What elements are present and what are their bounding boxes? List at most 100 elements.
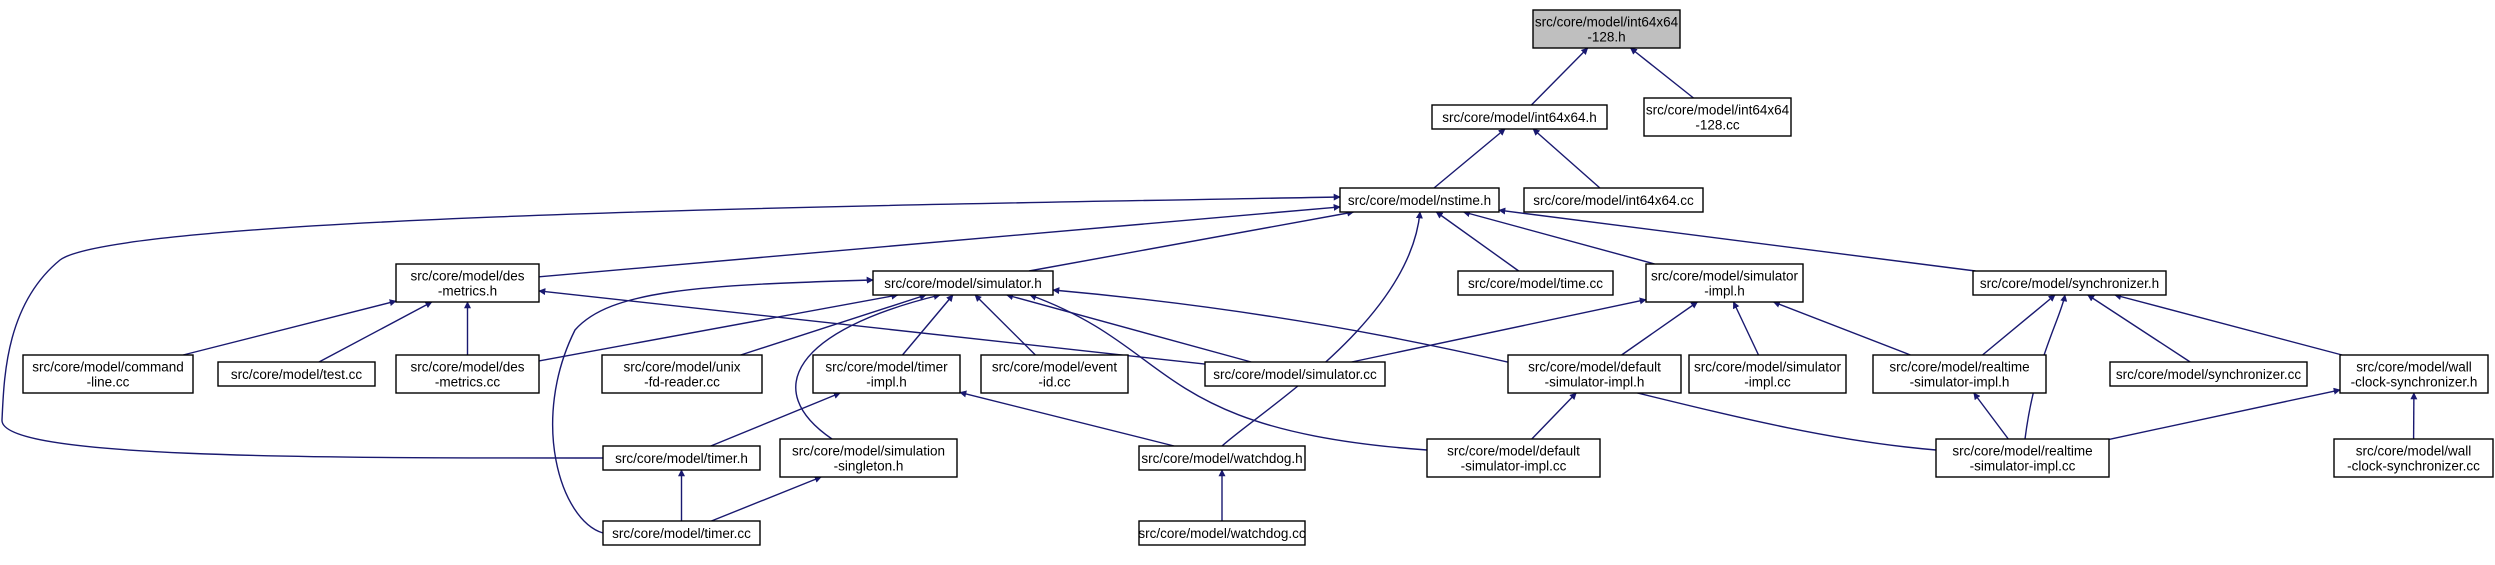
node-label: -simulator-impl.h	[1910, 375, 2010, 390]
node-box	[812, 354, 961, 394]
node-int64x64-cc[interactable]: src/core/model/int64x64.cc	[1523, 187, 1704, 213]
edge-int64x64-h-to-int64x64-128-h	[1530, 47, 1589, 106]
node-label: src/core/model/des	[410, 360, 524, 375]
node-label: src/core/model/default	[1447, 444, 1580, 459]
edge-int64x64-128-cc-to-int64x64-128-h	[1629, 47, 1694, 99]
node-box	[1972, 270, 2167, 296]
node-label: src/core/model/unix	[623, 360, 740, 375]
node-box	[395, 354, 540, 394]
node-label: src/core/model/watchdog.cc	[1138, 526, 1306, 541]
node-des-metrics-h[interactable]: src/core/model/des-metrics.h	[395, 263, 540, 303]
node-box	[872, 270, 1054, 296]
node-nstime-h[interactable]: src/core/model/nstime.h	[1339, 187, 1500, 213]
node-label: -line.cc	[87, 375, 130, 390]
node-label: -fd-reader.cc	[644, 375, 720, 390]
node-wall-clock-synchronizer-h[interactable]: src/core/model/wall-clock-synchronizer.h	[2339, 354, 2489, 394]
edge-simulation-singleton-h-to-simulator-h	[795, 293, 941, 440]
node-realtime-simulator-impl-cc[interactable]: src/core/model/realtime-simulator-impl.c…	[1935, 438, 2110, 478]
node-label: -impl.cc	[1744, 375, 1791, 390]
edge-timer-h-to-nstime-h	[1, 193, 1341, 459]
node-wall-clock-synchronizer-cc[interactable]: src/core/model/wall-clock-synchronizer.c…	[2333, 438, 2494, 478]
node-box	[1204, 361, 1386, 387]
node-synchronizer-cc[interactable]: src/core/model/synchronizer.cc	[2109, 361, 2308, 387]
node-timer-h[interactable]: src/core/model/timer.h	[602, 445, 761, 471]
node-label: src/core/model/simulator.cc	[1213, 367, 1377, 382]
node-label: -simulator-impl.h	[1545, 375, 1645, 390]
node-box	[2333, 438, 2494, 478]
node-int64x64-h[interactable]: src/core/model/int64x64.h	[1431, 104, 1608, 130]
edge-event-id-cc-to-simulator-h	[974, 294, 1036, 356]
edge-watchdog-h-to-timer-impl-h	[959, 390, 1175, 447]
node-test-cc[interactable]: src/core/model/test.cc	[217, 361, 376, 387]
node-simulator-impl-cc[interactable]: src/core/model/simulator-impl.cc	[1688, 354, 1847, 394]
node-simulator-impl-h[interactable]: src/core/model/simulator-impl.h	[1645, 263, 1804, 303]
node-box	[1688, 354, 1847, 394]
node-event-id-cc[interactable]: src/core/model/event-id.cc	[980, 354, 1129, 394]
node-unix-fd-reader-cc[interactable]: src/core/model/unix-fd-reader.cc	[601, 354, 763, 394]
node-label: src/core/model/simulator	[1694, 360, 1842, 375]
node-label: src/core/model/timer.cc	[612, 526, 751, 541]
node-box	[217, 361, 376, 387]
node-box	[1645, 263, 1804, 303]
node-label: -metrics.h	[438, 284, 497, 299]
edge-timer-cc-to-simulation-singleton-h	[711, 476, 822, 522]
node-label: -simulator-impl.cc	[1970, 459, 2076, 474]
node-box	[2109, 361, 2308, 387]
node-box	[1532, 9, 1681, 49]
node-watchdog-cc[interactable]: src/core/model/watchdog.cc	[1138, 520, 1306, 546]
node-time-cc[interactable]: src/core/model/time.cc	[1457, 270, 1614, 296]
edge-time-cc-to-nstime-h	[1435, 211, 1520, 272]
node-label: -id.cc	[1038, 375, 1071, 390]
edge-test-cc-to-des-metrics-h	[318, 301, 433, 363]
node-label: src/core/model/int64x64.cc	[1533, 193, 1694, 208]
node-timer-cc[interactable]: src/core/model/timer.cc	[602, 520, 761, 546]
edge-wall-clock-synchronizer-h-to-synchronizer-h	[2114, 293, 2343, 356]
node-watchdog-h[interactable]: src/core/model/watchdog.h	[1138, 445, 1306, 471]
node-label: src/core/model/timer.h	[615, 451, 748, 466]
node-label: src/core/model/synchronizer.h	[1980, 276, 2159, 291]
node-label: -clock-synchronizer.h	[2351, 375, 2478, 390]
node-box	[1431, 104, 1608, 130]
edge-des-metrics-cc-to-simulator-h	[538, 292, 899, 362]
node-simulator-cc[interactable]: src/core/model/simulator.cc	[1204, 361, 1386, 387]
edge-timer-cc-to-simulator-h	[552, 276, 874, 534]
node-timer-impl-h[interactable]: src/core/model/timer-impl.h	[812, 354, 961, 394]
node-des-metrics-cc[interactable]: src/core/model/des-metrics.cc	[395, 354, 540, 394]
node-label: -simulator-impl.cc	[1461, 459, 1567, 474]
node-label: src/core/model/watchdog.h	[1141, 451, 1302, 466]
node-default-simulator-impl-cc[interactable]: src/core/model/default-simulator-impl.cc	[1426, 438, 1601, 478]
edge-default-simulator-impl-h-to-simulator-impl-h	[1621, 301, 1698, 356]
edge-default-simulator-impl-cc-to-default-simulator-impl-h	[1531, 392, 1577, 440]
node-realtime-simulator-impl-h[interactable]: src/core/model/realtime-simulator-impl.h	[1872, 354, 2047, 394]
node-box	[1523, 187, 1704, 213]
edge-synchronizer-h-to-nstime-h	[1498, 207, 1976, 272]
edge-int64x64-cc-to-int64x64-h	[1532, 128, 1601, 189]
node-box	[1138, 520, 1306, 546]
edge-watchdog-h-to-nstime-h	[1221, 211, 1423, 447]
node-label: src/core/model/realtime	[1952, 444, 2092, 459]
node-label: src/core/model/event	[992, 360, 1118, 375]
node-label: src/core/model/des	[410, 269, 524, 284]
node-label: src/core/model/simulation	[792, 444, 945, 459]
node-command-line-cc[interactable]: src/core/model/command-line.cc	[22, 354, 194, 394]
file-nodes: src/core/model/int64x64-128.hsrc/core/mo…	[22, 9, 2494, 546]
edge-unix-fd-reader-cc-to-simulator-h	[740, 293, 927, 356]
edge-realtime-simulator-impl-cc-to-realtime-simulator-impl-h	[1973, 392, 2009, 440]
node-label: src/core/model/realtime	[1889, 360, 2029, 375]
node-label: src/core/model/default	[1528, 360, 1661, 375]
node-int64x64-128-cc[interactable]: src/core/model/int64x64-128.cc	[1643, 97, 1792, 137]
edge-realtime-simulator-impl-cc-to-synchronizer-h	[2024, 294, 2068, 440]
node-simulator-h[interactable]: src/core/model/simulator.h	[872, 270, 1054, 296]
edge-des-metrics-h-to-nstime-h	[538, 203, 1341, 278]
node-default-simulator-impl-h[interactable]: src/core/model/default-simulator-impl.h	[1507, 354, 1682, 394]
node-box	[2339, 354, 2489, 394]
node-label: src/core/model/synchronizer.cc	[2116, 367, 2302, 382]
node-simulation-singleton-h[interactable]: src/core/model/simulation-singleton.h	[779, 438, 958, 478]
node-box	[980, 354, 1129, 394]
edge-nstime-h-to-int64x64-h	[1433, 128, 1506, 189]
node-box	[1138, 445, 1306, 471]
node-label: src/core/model/command	[32, 360, 184, 375]
node-synchronizer-h[interactable]: src/core/model/synchronizer.h	[1972, 270, 2167, 296]
node-box	[779, 438, 958, 478]
